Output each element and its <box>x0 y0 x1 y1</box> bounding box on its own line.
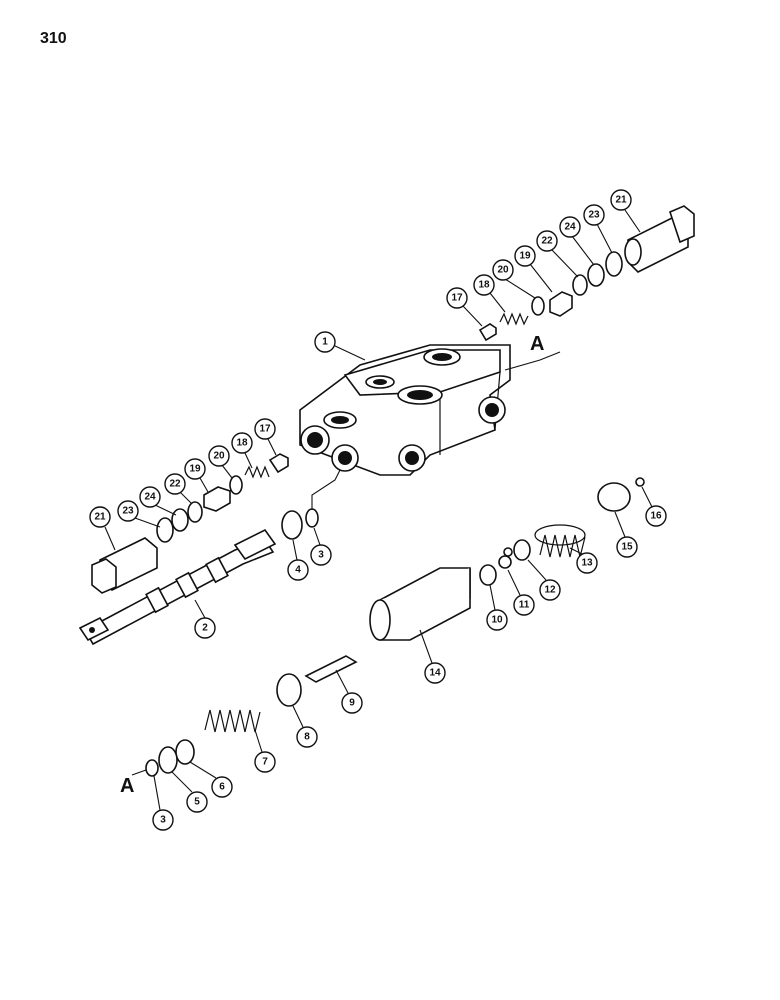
callout-18-upper: 18 <box>473 274 506 313</box>
callout-24-upper: 24 <box>559 216 595 266</box>
callout-19-left: 19 <box>184 458 209 493</box>
callout-16: 16 <box>641 486 667 527</box>
callout-17-left: 17 <box>254 418 277 456</box>
callout-18-left: 18 <box>231 432 253 469</box>
callout-5: 5 <box>171 771 208 813</box>
callout-1-label: 1 <box>322 337 328 348</box>
callout-21-upper: 21 <box>610 189 641 233</box>
callout-16-label: 16 <box>650 511 662 522</box>
callout-22-upper-label: 22 <box>541 236 553 247</box>
callout-7: 7 <box>254 729 276 773</box>
callout-2-label: 2 <box>202 623 208 634</box>
callout-10: 10 <box>486 584 508 631</box>
callout-18-left-label: 18 <box>236 438 248 449</box>
callout-19-upper-label: 19 <box>519 251 531 262</box>
callout-23-left: 23 <box>117 500 161 528</box>
callout-3-upper-label: 3 <box>318 550 324 561</box>
callout-11-label: 11 <box>519 600 530 611</box>
seal-assembly-upper <box>281 469 341 540</box>
upper-relief-assembly <box>478 205 695 342</box>
callout-21-upper-label: 21 <box>615 195 627 206</box>
callout-1: 1 <box>314 331 366 361</box>
callout-8-label: 8 <box>304 732 310 743</box>
callout-18-upper-label: 18 <box>478 280 490 291</box>
callout-4-label: 4 <box>295 565 301 576</box>
callout-12: 12 <box>527 559 561 601</box>
page-number: 310 <box>40 30 67 47</box>
callout-22-left-label: 22 <box>169 479 181 490</box>
centering-assembly <box>131 655 358 777</box>
callout-20-upper-label: 20 <box>497 265 509 276</box>
callout-11: 11 <box>507 569 535 616</box>
callout-3-upper: 3 <box>310 527 332 566</box>
callout-5-label: 5 <box>194 797 200 808</box>
spool <box>78 528 277 646</box>
callout-20-upper: 20 <box>492 259 536 299</box>
callout-23-left-label: 23 <box>122 506 134 517</box>
callout-10-label: 10 <box>491 615 503 626</box>
callout-9: 9 <box>335 669 363 714</box>
callout-14: 14 <box>419 629 446 684</box>
callout-3-lower-label: 3 <box>160 815 166 826</box>
callout-23-upper: 23 <box>583 204 613 254</box>
left-relief-assembly <box>91 453 289 594</box>
callout-23-upper-label: 23 <box>588 210 600 221</box>
callout-22-upper: 22 <box>536 230 579 278</box>
reference-mark-a-upper: A <box>530 333 544 355</box>
callout-20-left-label: 20 <box>213 451 225 462</box>
callout-24-left: 24 <box>139 486 177 516</box>
callout-12-label: 12 <box>544 585 556 596</box>
reference-mark-a-lower: A <box>120 775 134 797</box>
callout-13-label: 13 <box>581 558 593 569</box>
callout-24-left-label: 24 <box>144 492 156 503</box>
callout-17-upper-label: 17 <box>451 293 463 304</box>
callout-22-left: 22 <box>164 473 193 505</box>
detent-assembly <box>369 477 645 641</box>
callout-19-upper: 19 <box>514 245 553 293</box>
callout-2: 2 <box>194 599 216 639</box>
callout-17-left-label: 17 <box>259 424 271 435</box>
callout-21-left: 21 <box>89 506 116 551</box>
callout-9-label: 9 <box>349 698 355 709</box>
valve-body <box>299 344 561 476</box>
callout-15-label: 15 <box>621 542 633 553</box>
callout-4: 4 <box>287 539 309 581</box>
callout-21-left-label: 21 <box>94 512 106 523</box>
callout-3-lower: 3 <box>152 775 174 831</box>
callout-15: 15 <box>614 511 638 558</box>
callout-6: 6 <box>189 761 233 798</box>
callout-24-upper-label: 24 <box>564 222 576 233</box>
callout-8: 8 <box>292 705 318 748</box>
callout-7-label: 7 <box>262 757 268 768</box>
callout-13: 13 <box>569 547 598 574</box>
callout-20-left: 20 <box>208 445 233 479</box>
callout-19-left-label: 19 <box>189 464 201 475</box>
callout-17-upper: 17 <box>446 287 483 327</box>
callout-14-label: 14 <box>429 668 441 679</box>
callout-6-label: 6 <box>219 782 225 793</box>
